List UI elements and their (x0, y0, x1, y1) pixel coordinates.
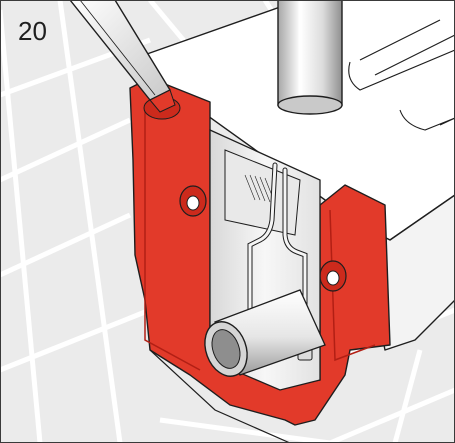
pedestal-base-line (149, 349, 291, 443)
mounting-hole-right (319, 260, 347, 292)
caulk-gun-nozzle-icon (69, 0, 176, 113)
faucet-spout-icon (277, 0, 343, 115)
drain-pipe-icon (204, 289, 326, 377)
mounting-hole-left (179, 185, 207, 217)
step-number: 20 (18, 16, 47, 46)
mounting-holes (179, 185, 347, 292)
